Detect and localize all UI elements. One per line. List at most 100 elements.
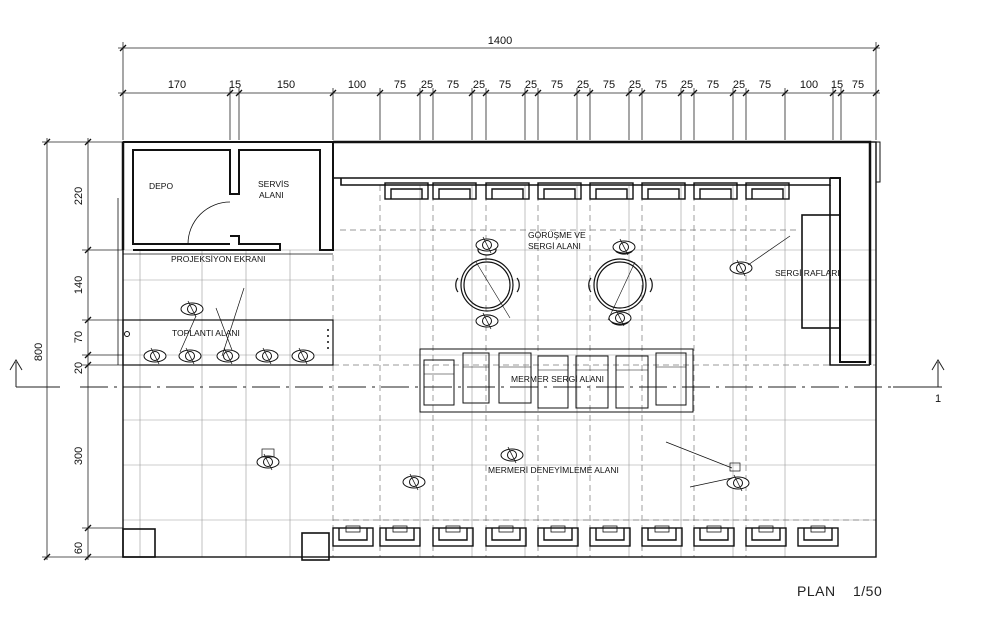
marble-slab-0: [423, 359, 455, 406]
bottom-niche-8: [745, 525, 787, 547]
top-niche-6: [693, 182, 738, 200]
meeting-table: [122, 319, 334, 366]
marble-display-label: MERMER SERGİ ALANI: [511, 374, 604, 384]
bottom-niche-6: [641, 525, 683, 547]
dimension-lines: [42, 42, 880, 560]
bottom-niche-3: [485, 525, 527, 547]
top-niche-4: [589, 182, 634, 200]
top-dimension-19: 100: [800, 79, 818, 91]
person-10: [729, 259, 753, 277]
marble-slab-1: [462, 352, 490, 404]
person-11: [402, 473, 426, 491]
person-3: [255, 347, 279, 365]
top-niche-3: [537, 182, 582, 200]
bottom-niche-1: [379, 525, 421, 547]
top-dimension-1: 15: [229, 79, 241, 91]
marble-slab-2: [498, 352, 532, 404]
plan-title: PLAN: [797, 583, 836, 599]
top-dimension-10: 75: [551, 79, 563, 91]
top-niche-5: [641, 182, 686, 200]
marble-slab-3: [537, 355, 569, 409]
servis-label-line1: SERVİS: [258, 179, 289, 189]
meeting-area-label: TOPLANTI ALANI: [172, 328, 240, 338]
door-handle: [124, 331, 130, 337]
servis-label-line2: ALANI: [259, 190, 284, 200]
section-marker-label: 1: [935, 393, 941, 405]
bottom-display-niches: [332, 525, 839, 547]
projection-screen-label: PROJEKSİYON EKRANI: [171, 254, 265, 264]
top-dimension-13: 25: [629, 79, 641, 91]
bottom-niche-7: [693, 525, 735, 547]
person-7: [475, 312, 499, 330]
top-dimension-8: 75: [499, 79, 511, 91]
top-dimension-15: 25: [681, 79, 693, 91]
meeting-table-dots: [327, 329, 329, 349]
dashed-grid: [332, 185, 876, 557]
person-12: [500, 446, 524, 464]
person-14: [256, 453, 280, 471]
display-shelves-label: SERGİ RAFLARI: [775, 268, 840, 278]
top-dimension-2: 150: [277, 79, 295, 91]
display-shelves: [801, 214, 841, 329]
person-8: [612, 238, 636, 256]
bottom-niche-9: [797, 525, 839, 547]
leader-lines: [179, 235, 791, 488]
top-dimension-texts: 170 15 150 100 75 25 75 25 75 25 75 25 75 25 75 25 75 25 7…: [168, 79, 864, 91]
top-dimension-4: 75: [394, 79, 406, 91]
person-9: [608, 309, 632, 327]
left-dimension-2: 70: [73, 331, 85, 343]
top-dimension-20: 15: [831, 79, 843, 91]
top-niche-7: [745, 182, 790, 200]
marble-experience-label: MERMERİ DENEYİMLEME ALANI: [488, 465, 619, 475]
meeting-exhibit-label-line1: GÖRÜŞME VE: [528, 230, 586, 240]
top-dimension-0: 170: [168, 79, 186, 91]
left-dimension-3: 20: [73, 362, 85, 374]
top-niche-0: [384, 182, 429, 200]
top-dimension-16: 75: [707, 79, 719, 91]
depo-label: DEPO: [149, 181, 173, 191]
left-dimension-5: 60: [73, 542, 85, 554]
top-dimension-7: 25: [473, 79, 485, 91]
top-niche-1: [432, 182, 477, 200]
top-dimension-5: 25: [421, 79, 433, 91]
top-dimension-21: 75: [852, 79, 864, 91]
bottom-niche-0: [332, 525, 374, 547]
top-dimension-3: 100: [348, 79, 366, 91]
bottom-niche-5: [589, 525, 631, 547]
person-2: [216, 347, 240, 365]
person-0: [143, 347, 167, 365]
left-dimension-1: 140: [73, 276, 85, 294]
top-dimension-11: 25: [577, 79, 589, 91]
dimension-ticks: [43, 44, 880, 561]
top-dimension-12: 75: [603, 79, 615, 91]
bottom-niche-4: [537, 525, 579, 547]
marble-slab-6: [655, 352, 687, 406]
top-dimension-17: 25: [733, 79, 745, 91]
round-table-left: [455, 244, 520, 326]
meeting-exhibit-label-line2: SERGİ ALANI: [528, 241, 581, 251]
left-dimension-0: 220: [73, 187, 85, 205]
top-niche-2: [485, 182, 530, 200]
plan-scale: 1/50: [853, 583, 882, 599]
top-dimension-6: 75: [447, 79, 459, 91]
people-figures: [143, 236, 753, 492]
left-dimension-texts: 220 140 70 20 300 60: [73, 187, 85, 554]
overall-height-dimension: 800: [33, 343, 45, 361]
corner-block-mid: [301, 532, 330, 561]
marble-slab-4: [575, 355, 609, 409]
marble-slab-5: [615, 355, 649, 409]
top-display-niches: [384, 182, 790, 200]
corner-block-left: [122, 528, 156, 558]
marble-slabs: [423, 352, 687, 409]
top-dimension-18: 75: [759, 79, 771, 91]
marble-display-platform: [419, 348, 694, 413]
left-dimension-4: 300: [73, 447, 85, 465]
person-6: [475, 236, 499, 254]
person-1: [178, 347, 202, 365]
bottom-niche-2: [432, 525, 474, 547]
overall-width-dimension: 1400: [488, 35, 512, 47]
person-4: [291, 347, 315, 365]
top-dimension-9: 25: [525, 79, 537, 91]
person-5: [180, 300, 204, 318]
